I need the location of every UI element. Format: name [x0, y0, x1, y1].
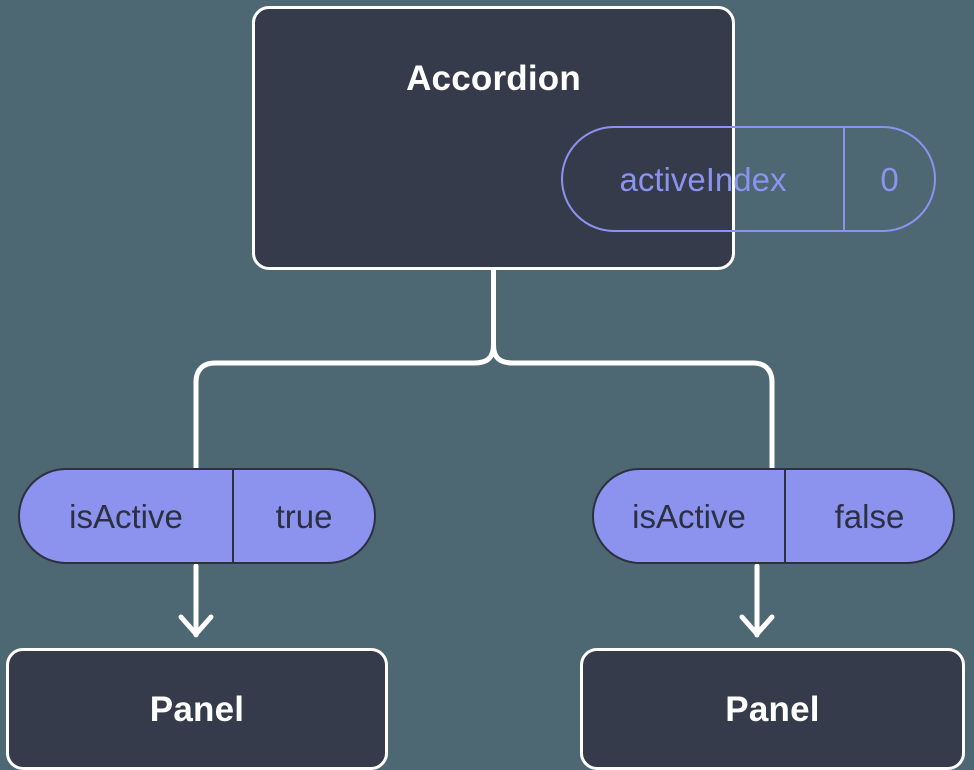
panel-left-title: Panel [149, 689, 245, 729]
panel-right-title: Panel [725, 689, 820, 729]
arrow-left [178, 563, 214, 638]
node-accordion[interactable]: Accordion activeIndex 0 [252, 6, 936, 270]
prop-badge-active-index[interactable]: activeIndex 0 [561, 126, 936, 232]
prop-value-is-active-left: true [232, 470, 374, 562]
prop-badge-is-active-false[interactable]: isActive false [592, 468, 955, 564]
prop-value-active-index: 0 [843, 128, 934, 230]
connector-branch-right [491, 342, 775, 473]
arrow-right [739, 563, 775, 638]
prop-value-is-active-right: false [784, 470, 953, 562]
prop-key-active-index: activeIndex [619, 160, 787, 198]
prop-key-is-active-right: isActive [632, 497, 746, 535]
prop-key-is-active-left: isActive [69, 497, 183, 535]
connector-branch-left [193, 342, 496, 473]
node-panel-left[interactable]: Panel [6, 648, 388, 770]
accordion-title: Accordion [406, 59, 581, 98]
prop-badge-is-active-true[interactable]: isActive true [18, 468, 376, 564]
node-panel-right[interactable]: Panel [580, 648, 965, 770]
